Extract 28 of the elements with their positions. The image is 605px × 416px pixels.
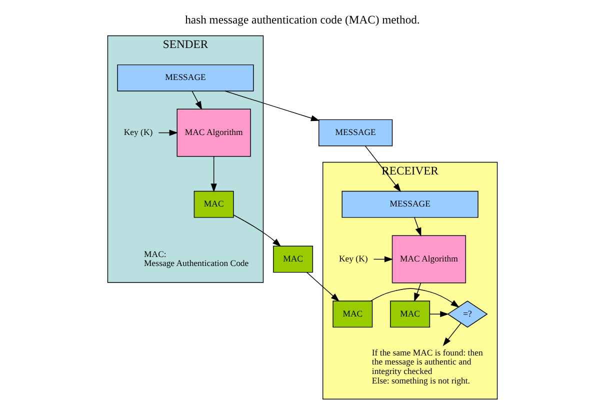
arrow — [210, 156, 217, 192]
arrow — [364, 146, 402, 192]
arrow — [158, 130, 178, 136]
node-box: MAC Algorithm — [176, 108, 251, 157]
node-box: MAC Algorithm — [392, 235, 466, 284]
arrow — [442, 322, 462, 346]
arrow — [306, 272, 340, 302]
node-box: MESSAGE — [318, 119, 393, 146]
label: Message Authentication Code — [144, 258, 249, 268]
arrow — [373, 256, 394, 262]
node-box: MAC — [194, 190, 234, 218]
label: MAC: — [144, 248, 166, 259]
arrow — [192, 90, 202, 110]
arrow — [414, 217, 422, 237]
node-box: MESSAGE — [117, 64, 254, 92]
arrow — [414, 282, 422, 302]
node-text: If the same MAC is found: then the message is authentic and integrity checked Else: something is not right. — [372, 347, 483, 386]
node-text: Key (K) — [124, 127, 153, 138]
arrow — [224, 90, 320, 122]
arrow — [370, 288, 460, 308]
node-box: MAC — [390, 300, 430, 328]
node-text: Key (K) — [338, 253, 368, 264]
arrow — [429, 311, 449, 318]
node-box: MESSAGE — [342, 190, 478, 218]
node-box: MAC — [332, 300, 373, 328]
arrow — [233, 214, 282, 247]
node-box: MAC — [273, 246, 314, 273]
diagram-title: hash message authentication code (MAC) method. — [185, 13, 420, 26]
